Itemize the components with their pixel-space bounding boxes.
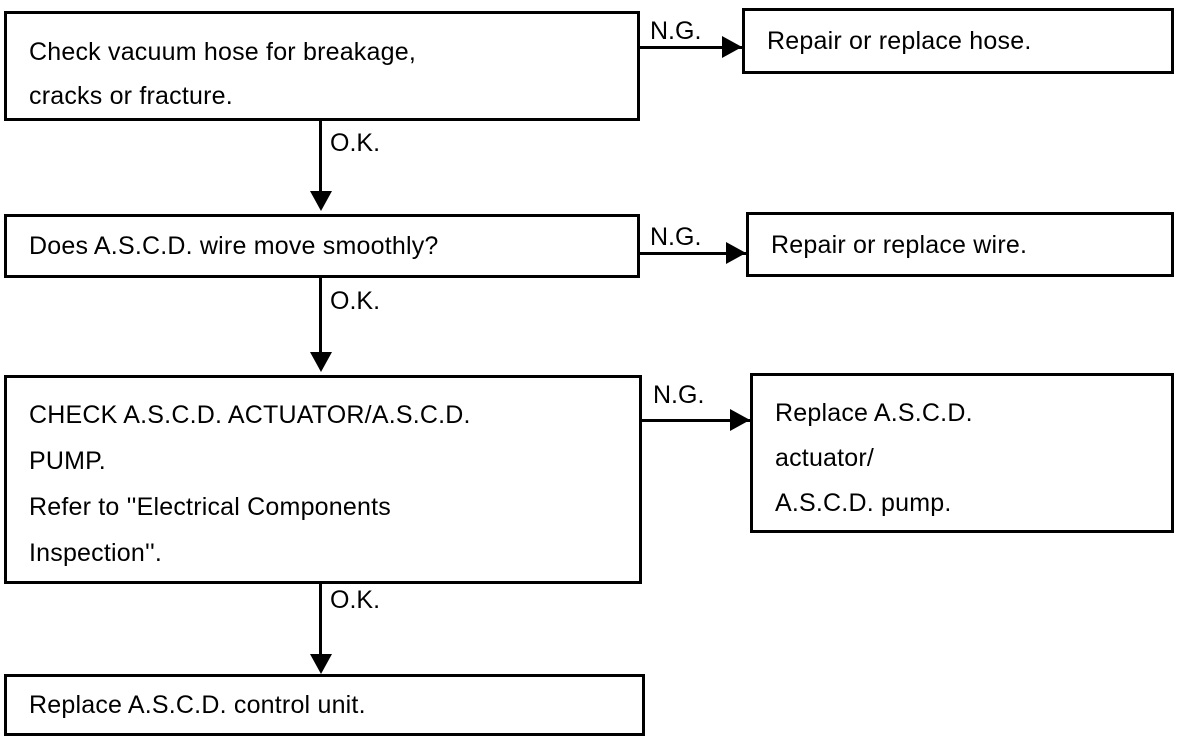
edge-hose-ng-label: N.G.	[650, 17, 702, 45]
node-replace-control-unit-label: Replace A.S.C.D. control unit.	[29, 691, 366, 719]
node-repair-replace-hose-label: Repair or replace hose.	[767, 27, 1032, 55]
node-repair-replace-wire-label: Repair or replace wire.	[771, 230, 1028, 259]
node-check-actuator-pump-label: CHECK A.S.C.D. ACTUATOR/A.S.C.D. PUMP. R…	[29, 401, 471, 567]
edge-hose-ok-line	[319, 121, 322, 193]
node-check-vacuum-hose-label: Check vacuum hose for breakage, cracks o…	[29, 38, 416, 110]
node-replace-actuator-pump-label: Replace A.S.C.D. actuator/ A.S.C.D. pump…	[775, 399, 973, 517]
node-replace-actuator-pump[interactable]: Replace A.S.C.D. actuator/ A.S.C.D. pump…	[750, 373, 1174, 533]
node-check-vacuum-hose[interactable]: Check vacuum hose for breakage, cracks o…	[4, 11, 640, 121]
edge-wire-ok-label: O.K.	[330, 287, 381, 315]
node-repair-replace-wire[interactable]: Repair or replace wire.	[746, 212, 1174, 277]
node-ascd-wire-smooth-label: Does A.S.C.D. wire move smoothly?	[29, 232, 439, 260]
edge-hose-ng-arrowhead	[722, 36, 742, 58]
edge-hose-ng-line	[640, 46, 744, 49]
edge-actuator-ok-line	[319, 584, 322, 656]
edge-actuator-ng-arrowhead	[730, 409, 750, 431]
edge-wire-ok-line	[319, 278, 322, 354]
edge-actuator-ng-line	[642, 419, 752, 422]
edge-actuator-ok-label: O.K.	[330, 586, 381, 614]
edge-wire-ng-label: N.G.	[650, 223, 702, 251]
node-repair-replace-hose[interactable]: Repair or replace hose.	[742, 8, 1174, 74]
edge-wire-ok-arrowhead	[310, 352, 332, 372]
edge-actuator-ng-label: N.G.	[653, 381, 705, 409]
edge-wire-ng-line	[640, 252, 748, 255]
edge-hose-ok-label: O.K.	[330, 129, 381, 157]
edge-hose-ok-arrowhead	[310, 191, 332, 211]
node-ascd-wire-smooth[interactable]: Does A.S.C.D. wire move smoothly?	[4, 214, 640, 278]
edge-actuator-ok-arrowhead	[310, 654, 332, 674]
node-replace-control-unit[interactable]: Replace A.S.C.D. control unit.	[4, 674, 645, 736]
node-check-actuator-pump[interactable]: CHECK A.S.C.D. ACTUATOR/A.S.C.D. PUMP. R…	[4, 375, 642, 584]
edge-wire-ng-arrowhead	[726, 242, 746, 264]
